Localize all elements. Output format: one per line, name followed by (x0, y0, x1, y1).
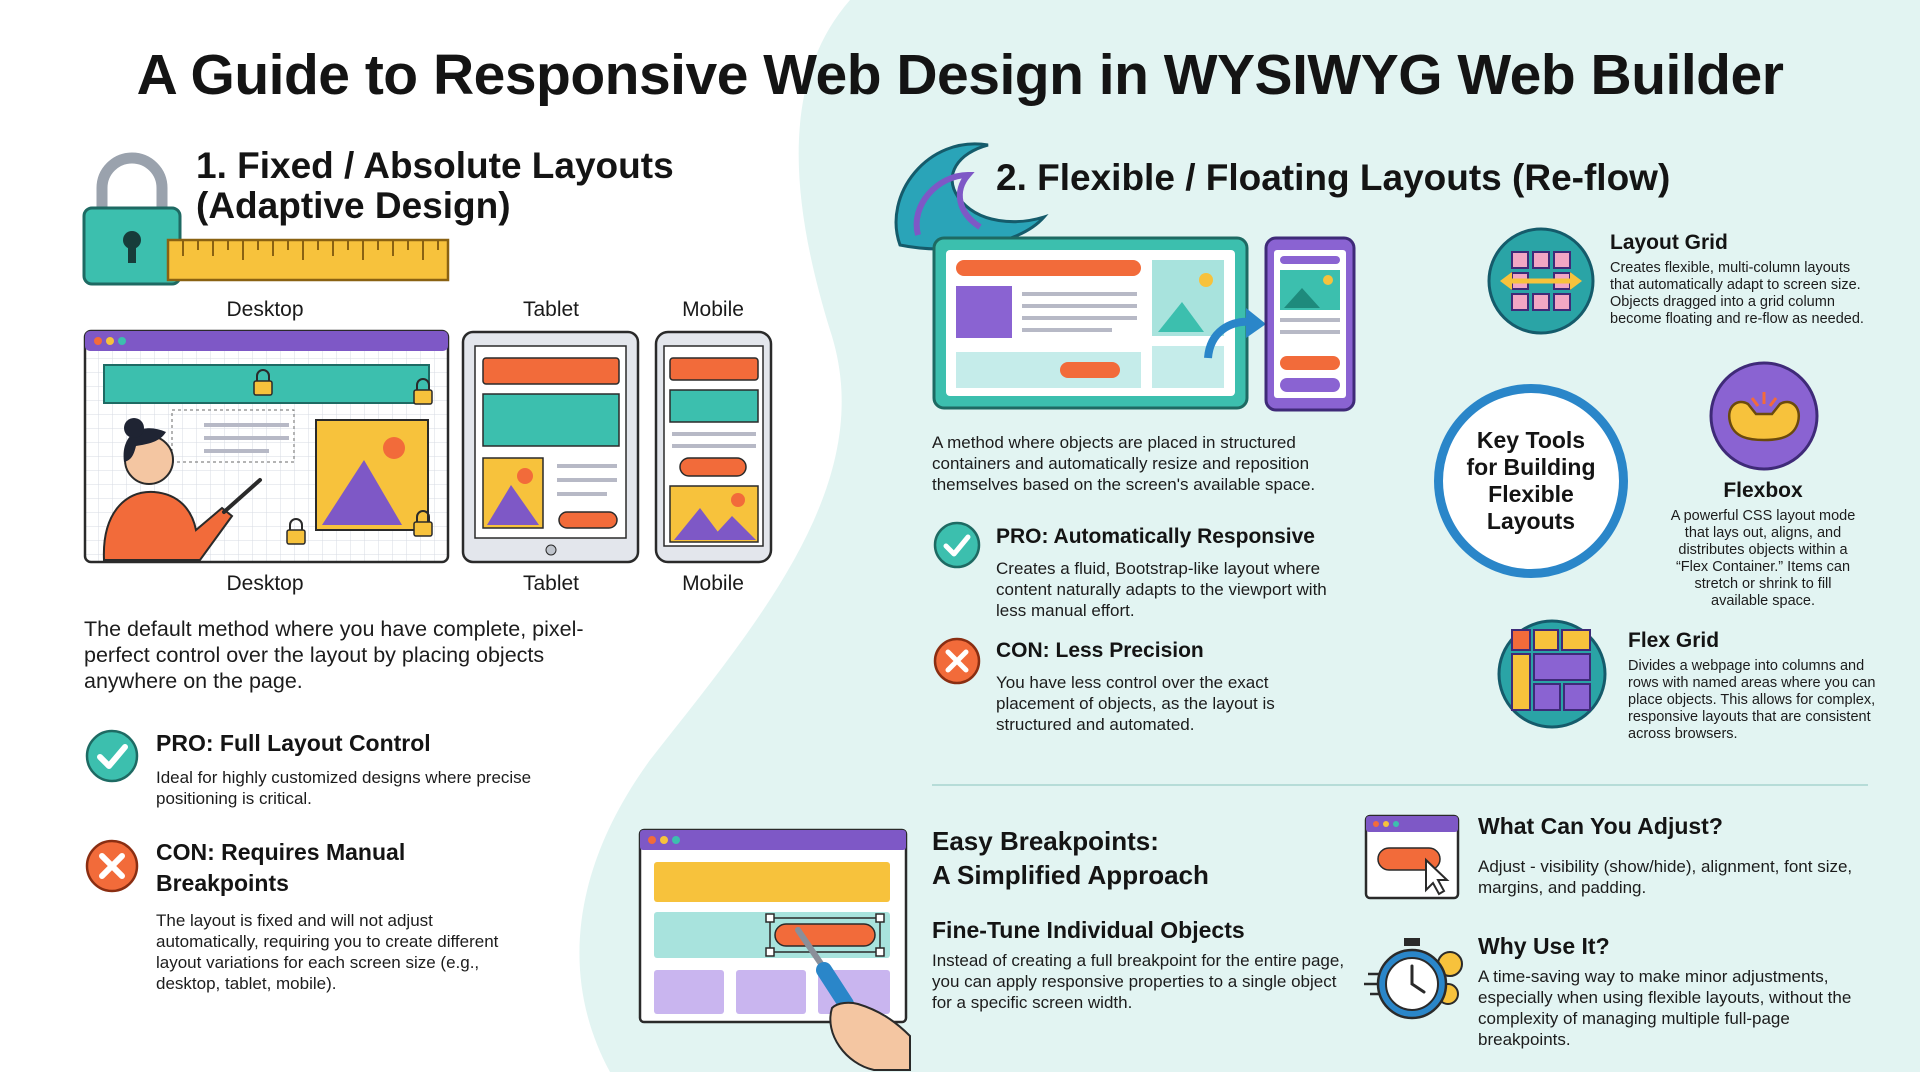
flex-mobile-mockup (1264, 236, 1356, 412)
fixed-con-title-line1: CON: Requires Manual (156, 839, 406, 865)
key-tools-circle: Key Tools for Building Flexible Layouts (1434, 384, 1628, 578)
flex-desktop-mockup (932, 236, 1249, 410)
flex-pro-text: Creates a fluid, Bootstrap-like layout w… (996, 559, 1327, 620)
label-mobile-bottom: Mobile (682, 572, 744, 595)
flex-con-title: CON: Less Precision (996, 639, 1204, 662)
flex-pro-title: PRO: Automatically Responsive (996, 525, 1315, 548)
cross-icon (85, 839, 139, 893)
why-title: Why Use It? (1478, 933, 1610, 959)
ruler-icon (166, 238, 450, 282)
check-icon (85, 729, 139, 783)
breakpoints-heading-line1: Easy Breakpoints: (932, 826, 1159, 856)
why-text: A time-saving way to make minor adjustme… (1478, 967, 1852, 1049)
label-tablet-bottom: Tablet (522, 572, 580, 595)
fixed-description: The default method where you have comple… (84, 617, 584, 693)
layout-grid-title: Layout Grid (1610, 231, 1728, 254)
adjust-title: What Can You Adjust? (1478, 813, 1723, 839)
flexbox-title: Flexbox (1723, 479, 1803, 502)
fixed-con-title-line2: Breakpoints (156, 870, 289, 896)
breakpoint-browser-mockup (638, 828, 908, 1024)
flex-description: A method where objects are placed in str… (932, 433, 1316, 494)
breakpoints-subheading: Fine-Tune Individual Objects (932, 917, 1245, 943)
fixed-con-text: The layout is fixed and will not adjust … (156, 911, 499, 993)
layout-grid-text: Creates flexible, multi-column layouts t… (1610, 260, 1864, 327)
page-title: A Guide to Responsive Web Design in WYSI… (136, 43, 1784, 107)
flex-heading: 2. Flexible / Floating Layouts (Re-flow) (996, 157, 1671, 198)
flexbox-text: A powerful CSS layout mode that lays out… (1670, 508, 1856, 609)
flexgrid-text: Divides a webpage into columns and rows … (1628, 658, 1876, 742)
flexbox-icon (1709, 361, 1819, 471)
fixed-pro-text: Ideal for highly customized designs wher… (156, 768, 532, 808)
label-mobile-top: Mobile (682, 298, 744, 321)
mobile-mockup (654, 330, 773, 564)
desktop-mockup (83, 329, 450, 564)
adjust-text: Adjust - visibility (show/hide), alignme… (1478, 857, 1853, 897)
flexgrid-title: Flex Grid (1628, 629, 1720, 652)
key-tools-label: Key Tools for Building Flexible Layouts (1466, 427, 1596, 534)
cursor-icon (1364, 814, 1460, 900)
tablet-mockup (461, 330, 640, 564)
flex-grid-icon (1497, 619, 1607, 729)
breakpoints-heading-line2: A Simplified Approach (932, 860, 1209, 890)
screwdriver-icon (795, 927, 911, 1071)
breakpoints-text: Instead of creating a full breakpoint fo… (932, 951, 1345, 1012)
flex-con-text: You have less control over the exact pla… (996, 673, 1275, 734)
label-tablet-top: Tablet (522, 298, 580, 321)
fixed-heading-line2: (Adaptive Design) (196, 185, 511, 226)
layout-grid-icon (1487, 227, 1595, 335)
label-desktop-top: Desktop (226, 298, 304, 321)
padlock-icon (82, 152, 182, 286)
divider (932, 784, 1868, 786)
stopwatch-icon (1364, 938, 1463, 1020)
fixed-pro-title: PRO: Full Layout Control (156, 730, 431, 756)
check-icon (933, 521, 981, 569)
cross-icon (933, 637, 981, 685)
fixed-heading-line1: 1. Fixed / Absolute Layouts (196, 145, 674, 186)
reflow-arrow-icon (1204, 308, 1266, 359)
label-desktop-bottom: Desktop (226, 572, 304, 595)
